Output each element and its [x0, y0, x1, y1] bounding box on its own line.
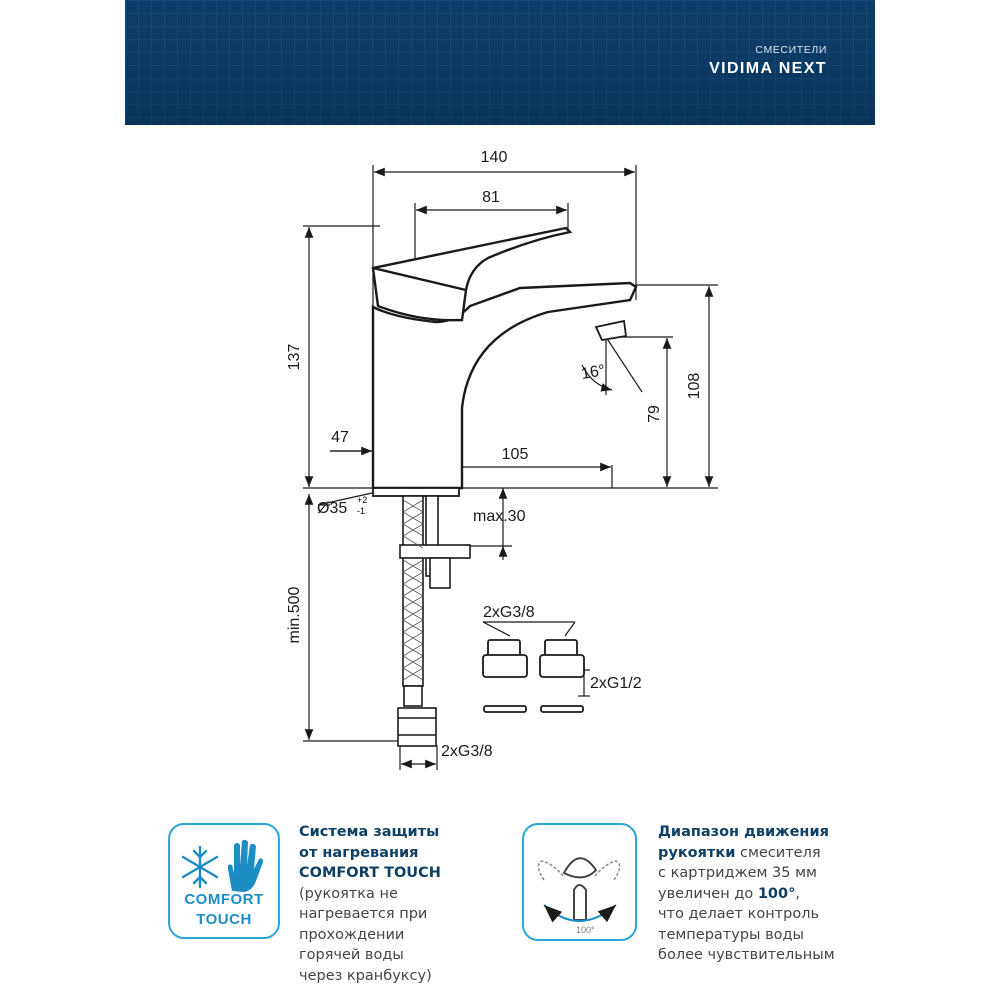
comfort-icon-line1: COMFORT	[184, 891, 264, 908]
dim-tolerance-minus: -1	[357, 506, 365, 516]
comfort-body-2: нагревается при	[299, 906, 428, 922]
dim-max30: max.30	[473, 508, 526, 525]
fitting-bottom-label: 2xG3/8	[441, 743, 493, 760]
range-value: 100°	[757, 885, 796, 902]
dim-81: 81	[482, 189, 500, 206]
dim-tolerance-plus: +2	[357, 495, 367, 505]
header-banner: СМЕСИТЕЛИ VIDIMA NEXT	[125, 0, 875, 125]
dim-105: 105	[502, 446, 529, 463]
banner-grid-pattern	[125, 0, 875, 125]
handle-range-description: Диапазон движения рукоятки смесителя с к…	[658, 822, 873, 966]
faucet-outline	[371, 226, 638, 490]
comfort-title-2: от нагревания	[299, 844, 419, 861]
dim-140: 140	[481, 149, 508, 166]
range-body-2: смесителя	[735, 844, 821, 861]
range-body-6: температуры воды	[658, 926, 804, 943]
range-body-7: более чувствительным	[658, 947, 835, 963]
comfort-body-4: горячей воды	[299, 947, 404, 963]
dim-hole-diameter: Ø35	[317, 500, 347, 517]
technical-drawing: 140 81 137 108 16° 79 47 105 Ø35 +2 -1 m…	[286, 149, 718, 770]
comfort-title-1: Система защиты	[299, 824, 440, 840]
comfort-title-3: COMFORT TOUCH	[299, 865, 441, 881]
comfort-body-1: (рукоятка не	[299, 885, 398, 902]
fitting-top-label: 2xG3/8	[483, 604, 535, 621]
product-name: VIDIMA NEXT	[709, 60, 827, 77]
range-title-1: Диапазон движения	[658, 824, 829, 840]
dim-47: 47	[331, 429, 349, 446]
handle-range-icon: 100°	[522, 823, 637, 941]
category-label: СМЕСИТЕЛИ	[755, 44, 827, 56]
comfort-body-3: прохождении	[299, 926, 405, 943]
dim-angle-16: 16°	[580, 362, 607, 383]
snowflake-hand-icon	[181, 839, 263, 892]
dim-79: 79	[646, 405, 663, 423]
range-body-4-end: ,	[795, 885, 800, 902]
dim-108: 108	[686, 373, 703, 400]
adapter-fittings	[482, 639, 585, 713]
dim-min500: min.500	[286, 586, 303, 643]
icon-angle-label: 100°	[576, 925, 595, 935]
range-body-4: увеличен до	[658, 885, 758, 902]
range-title-2: рукоятки	[658, 844, 736, 861]
range-body-3: с картриджем 35 мм	[658, 865, 817, 881]
comfort-body-5: через кранбуксу)	[299, 967, 432, 984]
dim-137: 137	[286, 344, 303, 371]
mounting-kit	[397, 495, 471, 747]
range-body-5: что делает контроль	[658, 906, 820, 922]
comfort-touch-description: Система защиты от нагревания COMFORT TOU…	[299, 822, 499, 986]
comfort-touch-icon: COMFORT TOUCH	[168, 823, 280, 939]
handle-rotation-icon: 100°	[537, 857, 621, 935]
fitting-side-label: 2xG1/2	[590, 675, 642, 692]
comfort-icon-line2: TOUCH	[196, 911, 252, 928]
